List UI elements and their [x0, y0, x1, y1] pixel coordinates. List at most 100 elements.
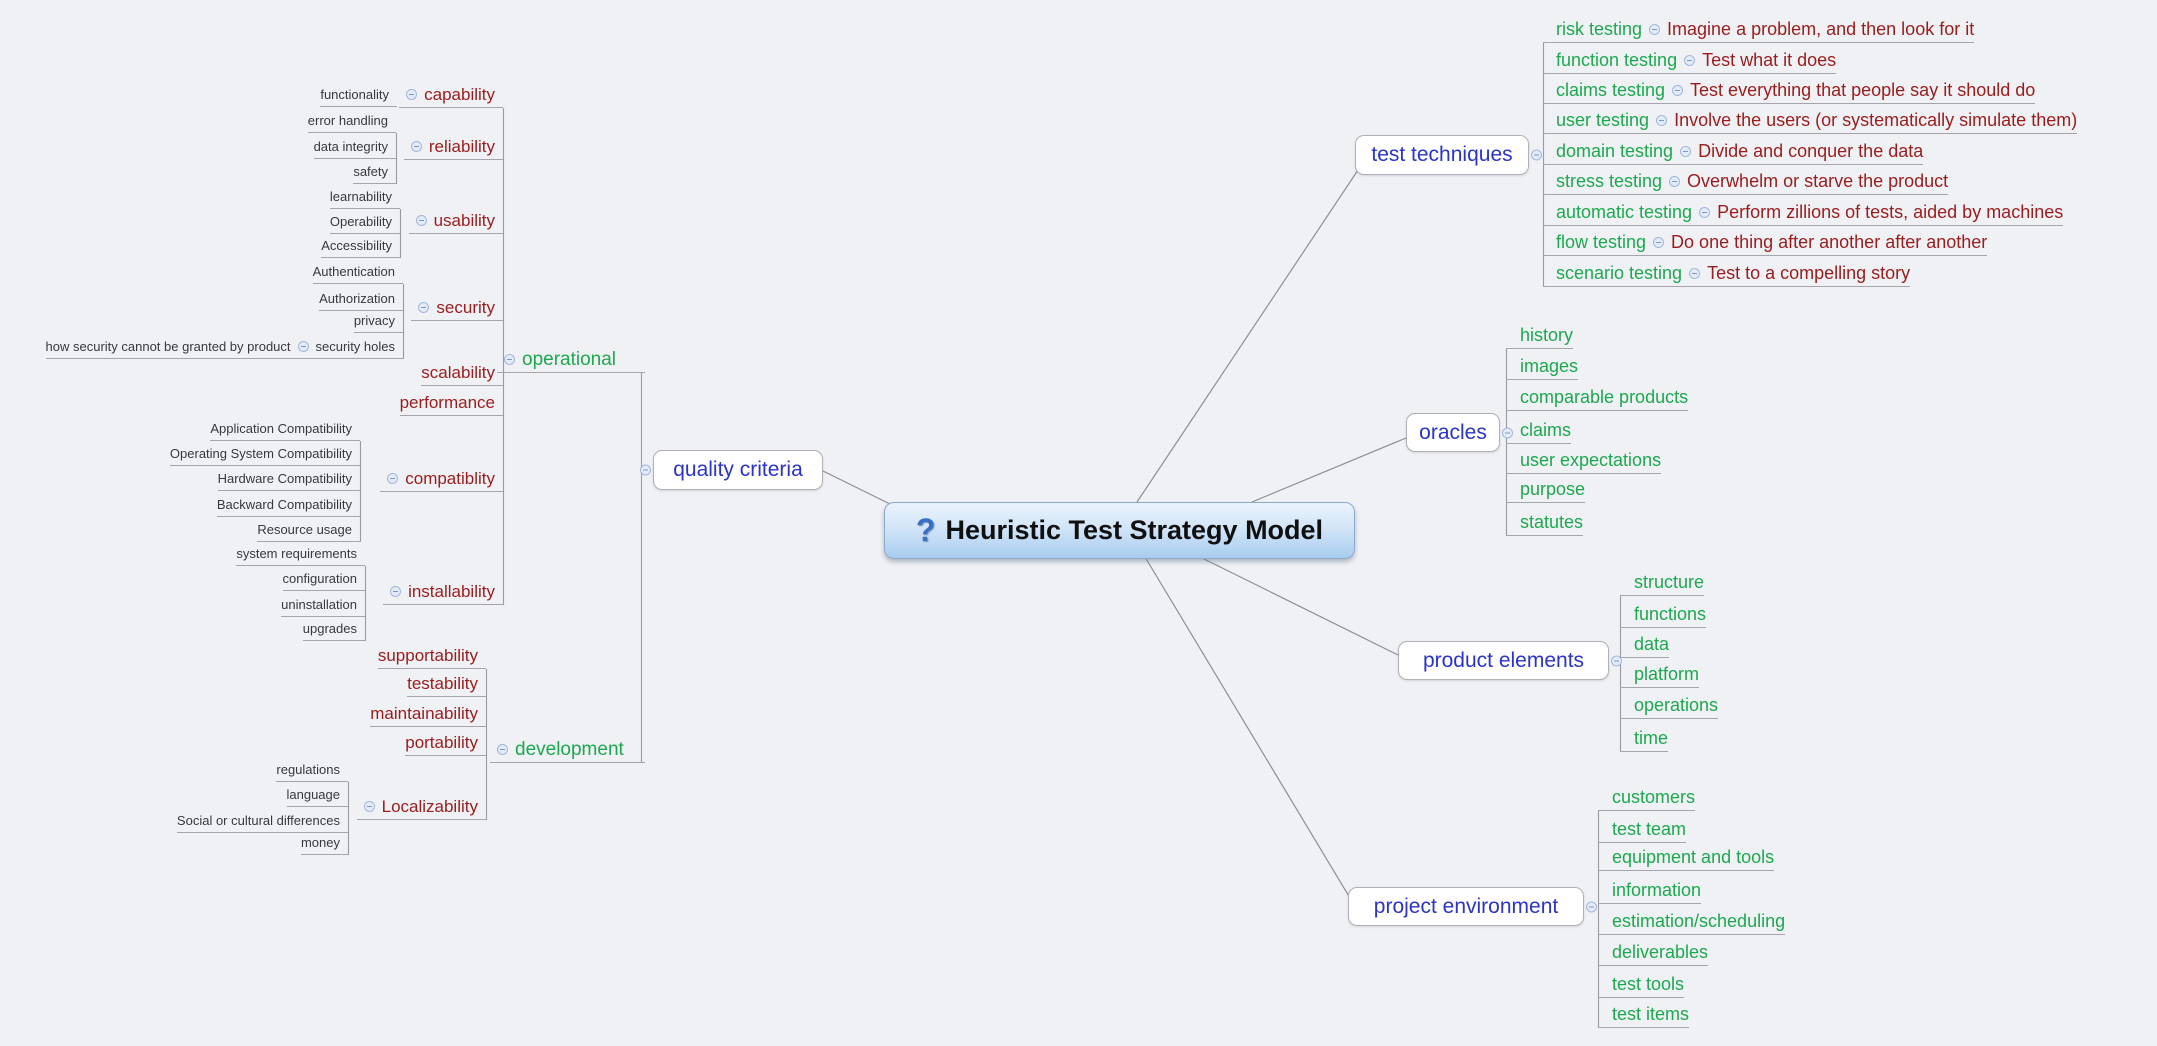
collapse-handle-icon[interactable] [1502, 427, 1513, 438]
node-claims[interactable]: claims [1506, 418, 1572, 444]
node-accessibility[interactable]: Accessibility [321, 234, 400, 258]
node-authentication[interactable]: Authentication [312, 260, 403, 284]
node-regulations[interactable]: regulations [276, 758, 348, 782]
node-testability[interactable]: testability [407, 671, 486, 697]
node-customers[interactable]: customers [1598, 785, 1696, 811]
node-functions[interactable]: functions [1620, 602, 1707, 628]
collapse-handle-icon[interactable] [1699, 207, 1711, 218]
node-portability[interactable]: portability [405, 730, 486, 756]
node-scalability[interactable]: scalability [421, 360, 503, 386]
node-localizability[interactable]: Localizability [356, 794, 486, 820]
node-operating-system-compatibility[interactable]: Operating System Compatibility [169, 442, 360, 466]
collapse-handle-icon[interactable] [1649, 24, 1661, 35]
node-quality-criteria[interactable]: quality criteria [640, 450, 823, 490]
node-development[interactable]: development [490, 737, 645, 763]
collapse-handle-icon[interactable] [497, 744, 508, 755]
node-equipment-and-tools[interactable]: equipment and tools [1598, 845, 1775, 871]
node-learnability[interactable]: learnability [329, 185, 400, 209]
collapse-handle-icon[interactable] [1680, 146, 1692, 157]
node-product-elements[interactable]: product elements [1398, 641, 1622, 680]
node-hardware-compatibility[interactable]: Hardware Compatibility [217, 467, 360, 491]
node-operational[interactable]: operational [497, 347, 645, 373]
node-test-team[interactable]: test team [1598, 817, 1687, 843]
collapse-handle-icon[interactable] [640, 464, 651, 476]
node-operations[interactable]: operations [1620, 693, 1719, 719]
collapse-handle-icon[interactable] [1653, 237, 1665, 248]
node-structure[interactable]: structure [1620, 570, 1705, 596]
node-application-compatibility[interactable]: Application Compatibility [210, 417, 360, 441]
node-upgrades[interactable]: upgrades [302, 617, 365, 641]
node-statutes[interactable]: statutes [1506, 510, 1584, 536]
node-purpose[interactable]: purpose [1506, 477, 1586, 503]
node-money[interactable]: money [300, 831, 348, 855]
collapse-handle-icon[interactable] [1611, 655, 1622, 666]
node-safety[interactable]: safety [353, 160, 396, 184]
collapse-handle-icon[interactable] [504, 354, 515, 365]
node-test-items[interactable]: test items [1598, 1002, 1690, 1028]
node-test-techniques[interactable]: test techniques [1355, 135, 1542, 175]
node-configuration[interactable]: configuration [282, 567, 365, 591]
node-deliverables[interactable]: deliverables [1598, 940, 1709, 966]
collapse-handle-icon[interactable] [410, 141, 422, 152]
node-history[interactable]: history [1506, 323, 1574, 349]
collapse-handle-icon[interactable] [418, 302, 430, 313]
collapse-handle-icon[interactable] [1656, 115, 1668, 126]
node-authorization[interactable]: Authorization [319, 287, 403, 311]
node-security[interactable]: security [411, 295, 503, 321]
node-reliability[interactable]: reliability [403, 134, 503, 160]
collapse-handle-icon[interactable] [1672, 85, 1684, 96]
collapse-handle-icon[interactable] [363, 801, 375, 812]
node-capability[interactable]: capability [399, 82, 503, 108]
collapse-handle-icon[interactable] [387, 473, 399, 484]
node-oracles[interactable]: oracles [1406, 413, 1513, 452]
collapse-handle-icon[interactable] [297, 341, 309, 352]
node-estimation-scheduling[interactable]: estimation/scheduling [1598, 909, 1786, 935]
node-social-or-cultural-differences[interactable]: Social or cultural differences [176, 809, 348, 833]
node-data-integrity[interactable]: data integrity [313, 135, 396, 159]
collapse-handle-icon[interactable] [406, 89, 418, 100]
node-project-environment[interactable]: project environment [1348, 887, 1597, 926]
node-information[interactable]: information [1598, 878, 1702, 904]
node-data[interactable]: data [1620, 632, 1670, 658]
node-usability[interactable]: usability [408, 208, 503, 234]
node-time[interactable]: time [1620, 726, 1669, 752]
node-performance[interactable]: performance [399, 390, 503, 416]
node-maintainability[interactable]: maintainability [370, 701, 486, 727]
node-test-tools[interactable]: test tools [1598, 972, 1685, 998]
node-comparable-products[interactable]: comparable products [1506, 385, 1689, 411]
node-language[interactable]: language [286, 783, 348, 807]
node-system-requirements[interactable]: system requirements [236, 542, 365, 566]
collapse-handle-icon[interactable] [1586, 901, 1597, 912]
collapse-handle-icon[interactable] [415, 215, 427, 226]
node-user-expectations[interactable]: user expectations [1506, 448, 1662, 474]
node-backward-compatibility[interactable]: Backward Compatibility [216, 493, 360, 517]
node-supportability[interactable]: supportability [377, 643, 486, 669]
node-security-holes[interactable]: how security cannot be granted by produc… [45, 335, 403, 359]
collapse-handle-icon[interactable] [1689, 268, 1701, 279]
node-note: Test everything that people say it shoul… [1690, 80, 2036, 100]
node-functionality[interactable]: functionality [320, 83, 397, 107]
node-images[interactable]: images [1506, 354, 1579, 380]
collapse-handle-icon[interactable] [390, 586, 402, 597]
node-error-handling[interactable]: error handling [307, 109, 396, 133]
node-root[interactable]: ? Heuristic Test Strategy Model [884, 502, 1355, 559]
node-installability[interactable]: installability [383, 579, 503, 605]
node-operability[interactable]: Operability [329, 210, 400, 234]
node-compatiblity[interactable]: compatiblity [380, 466, 503, 492]
node-uninstallation[interactable]: uninstallation [281, 593, 365, 617]
collapse-handle-icon[interactable] [1531, 149, 1542, 161]
collapse-handle-icon[interactable] [1669, 176, 1681, 187]
collapse-handle-icon[interactable] [1684, 55, 1696, 66]
node-platform[interactable]: platform [1620, 662, 1700, 688]
node-resource-usage[interactable]: Resource usage [257, 518, 360, 542]
node-privacy[interactable]: privacy [353, 309, 403, 333]
